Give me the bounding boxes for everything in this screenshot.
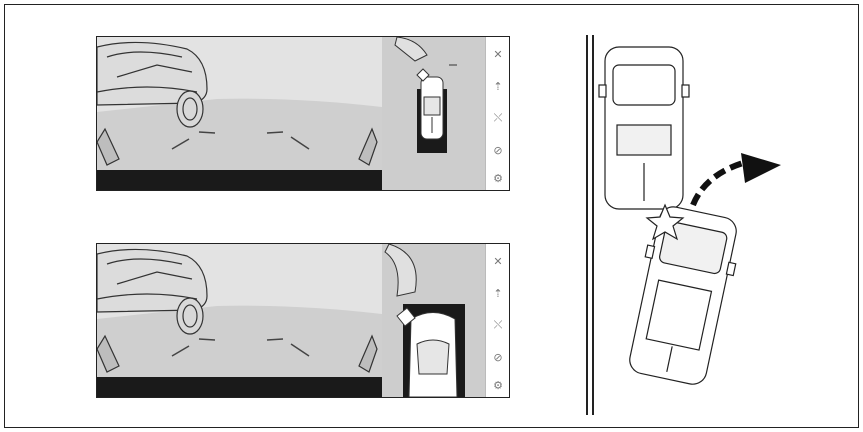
screen-bottom-bar: [97, 377, 382, 397]
manual-illustration-frame: ✕ ⇡ ⤬ ⊘ ⚙: [4, 4, 859, 428]
camera-off-icon[interactable]: ⊘: [489, 141, 507, 159]
parking-maneuver-diagram: [585, 35, 805, 415]
settings-icon[interactable]: ⚙: [489, 376, 507, 394]
camera-up-icon[interactable]: ⇡: [489, 77, 507, 95]
screen-bottom-bar: [97, 170, 382, 190]
camera-screen-top: ✕ ⇡ ⤬ ⊘ ⚙: [96, 36, 510, 191]
camera-screen-bottom: ✕ ⇡ ⤬ ⊘ ⚙: [96, 243, 510, 398]
own-car-topview-zoom: [409, 313, 457, 398]
direction-arrow: [693, 163, 743, 205]
turning-car: [621, 203, 744, 388]
camera-flip-icon[interactable]: ⤬: [489, 316, 507, 334]
arrow-head-icon: [741, 153, 781, 183]
parked-car: [599, 47, 689, 209]
camera-flip-icon[interactable]: ⤬: [489, 109, 507, 127]
close-icon[interactable]: ✕: [489, 252, 507, 270]
rear-camera-view: [97, 37, 485, 190]
close-icon[interactable]: ✕: [489, 45, 507, 63]
own-car-topview: [421, 77, 443, 139]
rear-camera-view-bottom: [97, 244, 485, 397]
camera-up-icon[interactable]: ⇡: [489, 284, 507, 302]
camera-control-panel: ✕ ⇡ ⤬ ⊘ ⚙: [485, 244, 510, 397]
camera-off-icon[interactable]: ⊘: [489, 348, 507, 366]
settings-icon[interactable]: ⚙: [489, 169, 507, 187]
camera-control-panel: ✕ ⇡ ⤬ ⊘ ⚙: [485, 37, 510, 190]
